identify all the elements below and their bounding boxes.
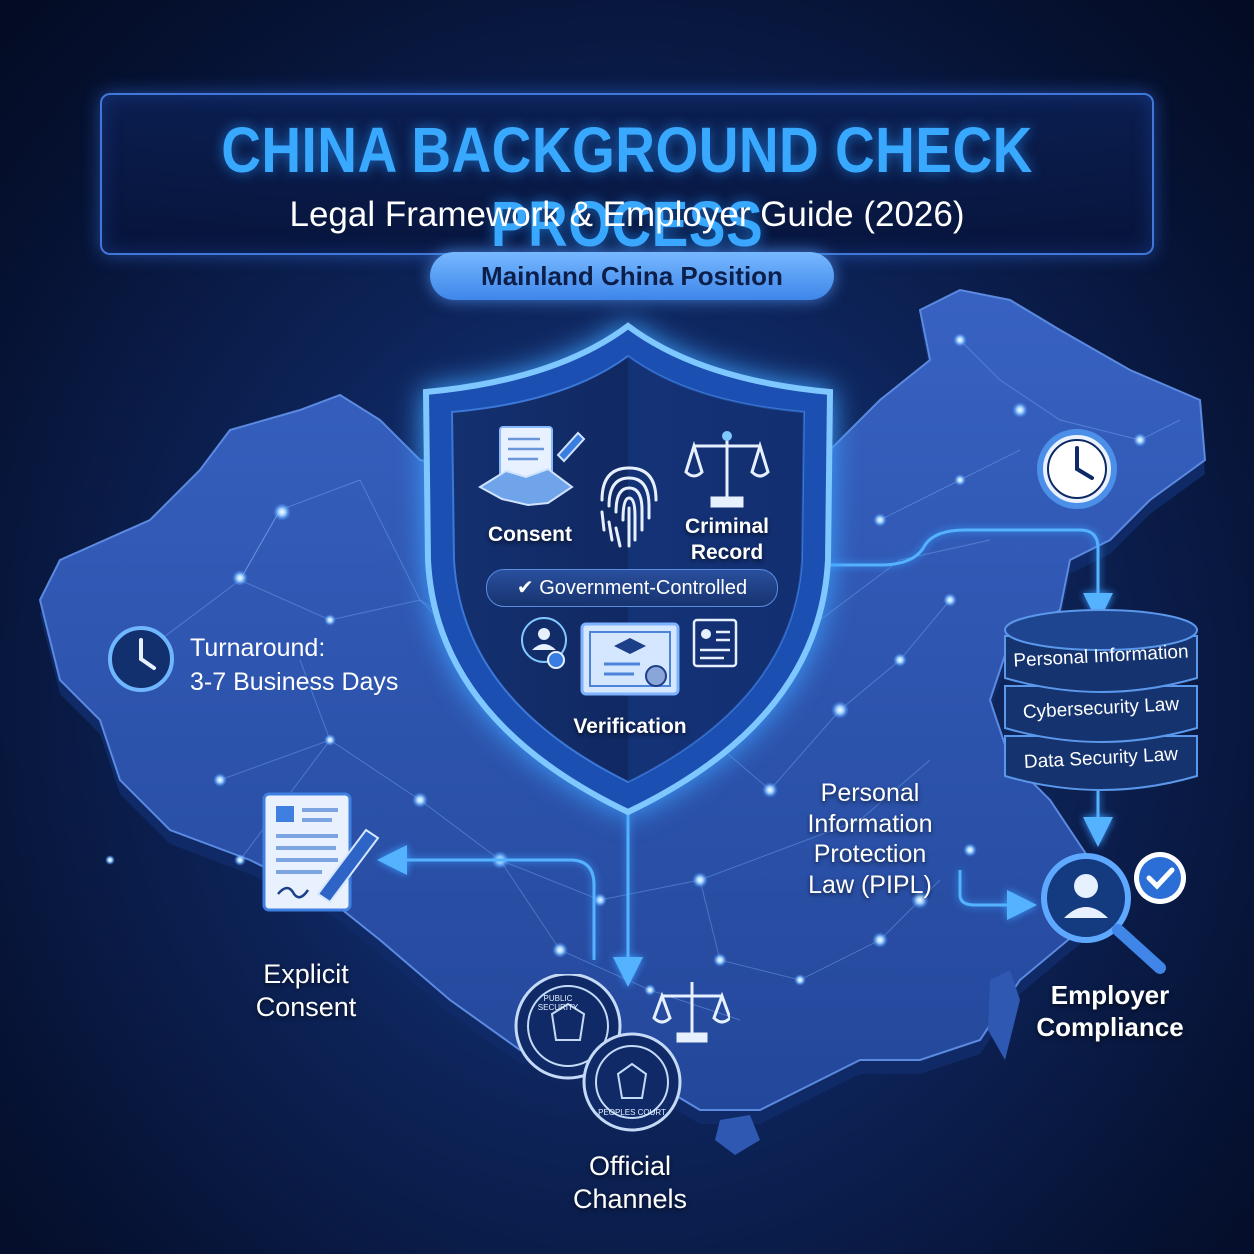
official-channels-label: Official Channels xyxy=(550,1150,710,1216)
consent-label: Consent xyxy=(488,523,572,546)
turnaround-text: Turnaround: 3-7 Business Days xyxy=(190,632,450,700)
database-icon xyxy=(1004,609,1198,791)
criminal-record-label: Criminal Record xyxy=(672,514,782,565)
check-icon: ✔ xyxy=(516,577,534,599)
employer-line1: Employer xyxy=(1050,980,1170,1010)
explicit-consent-line2: Consent xyxy=(255,991,357,1022)
profile-document-icon xyxy=(692,618,738,668)
scales-of-justice-icon xyxy=(684,431,770,508)
signed-document-icon xyxy=(262,792,380,912)
fingerprint-icon xyxy=(600,466,658,548)
official-seals-icon xyxy=(514,974,730,1132)
turnaround-line2: 3-7 Business Days xyxy=(190,667,399,696)
stopwatch-icon xyxy=(1037,429,1117,509)
explicit-consent-line1: Explicit xyxy=(263,959,349,989)
page-title: CHINA BACKGROUND CHECK PROCESS xyxy=(221,114,1033,260)
magnifier-user-icon xyxy=(1041,852,1186,974)
employer-line2: Compliance xyxy=(1036,1011,1184,1042)
criminal-label-line1: Criminal xyxy=(684,515,770,538)
handshake-document-icon xyxy=(478,426,586,507)
pipl-line4: Law (PIPL) xyxy=(808,870,932,899)
certificate-icon xyxy=(580,622,680,696)
turnaround-line1: Turnaround: xyxy=(190,634,326,662)
official-line2: Channels xyxy=(572,1183,688,1214)
explicit-consent-label: Explicit Consent xyxy=(236,958,376,1024)
government-controlled-label: Government-Controlled xyxy=(539,577,748,599)
government-controlled-pill: ✔ Government-Controlled xyxy=(486,569,778,607)
pipl-label: Personal Information Protection Law (PIP… xyxy=(780,778,960,900)
pipl-line3: Protection xyxy=(813,840,927,868)
public-security-seal-text: PUBLIC SECURITY xyxy=(537,994,579,1012)
title-box: CHINA BACKGROUND CHECK PROCESS Legal Fra… xyxy=(100,93,1154,260)
verification-label: Verification xyxy=(573,715,687,738)
criminal-label-line2: Record xyxy=(690,540,764,564)
page-subtitle: Legal Framework & Employer Guide (2026) xyxy=(289,195,965,234)
pipl-line2: Information xyxy=(807,809,933,838)
employer-compliance-label: Employer Compliance xyxy=(1020,980,1200,1043)
law-database-stack: Personal Information Cybersecurity Law D… xyxy=(1003,606,1199,796)
official-line1: Official xyxy=(588,1151,672,1181)
peoples-court-seal-text: PEOPLES COURT xyxy=(598,1108,666,1117)
region-badge: Mainland China Position xyxy=(430,252,834,300)
pipl-line1: Personal xyxy=(820,779,920,807)
id-badge-icon xyxy=(521,617,567,669)
clock-icon xyxy=(108,626,174,692)
